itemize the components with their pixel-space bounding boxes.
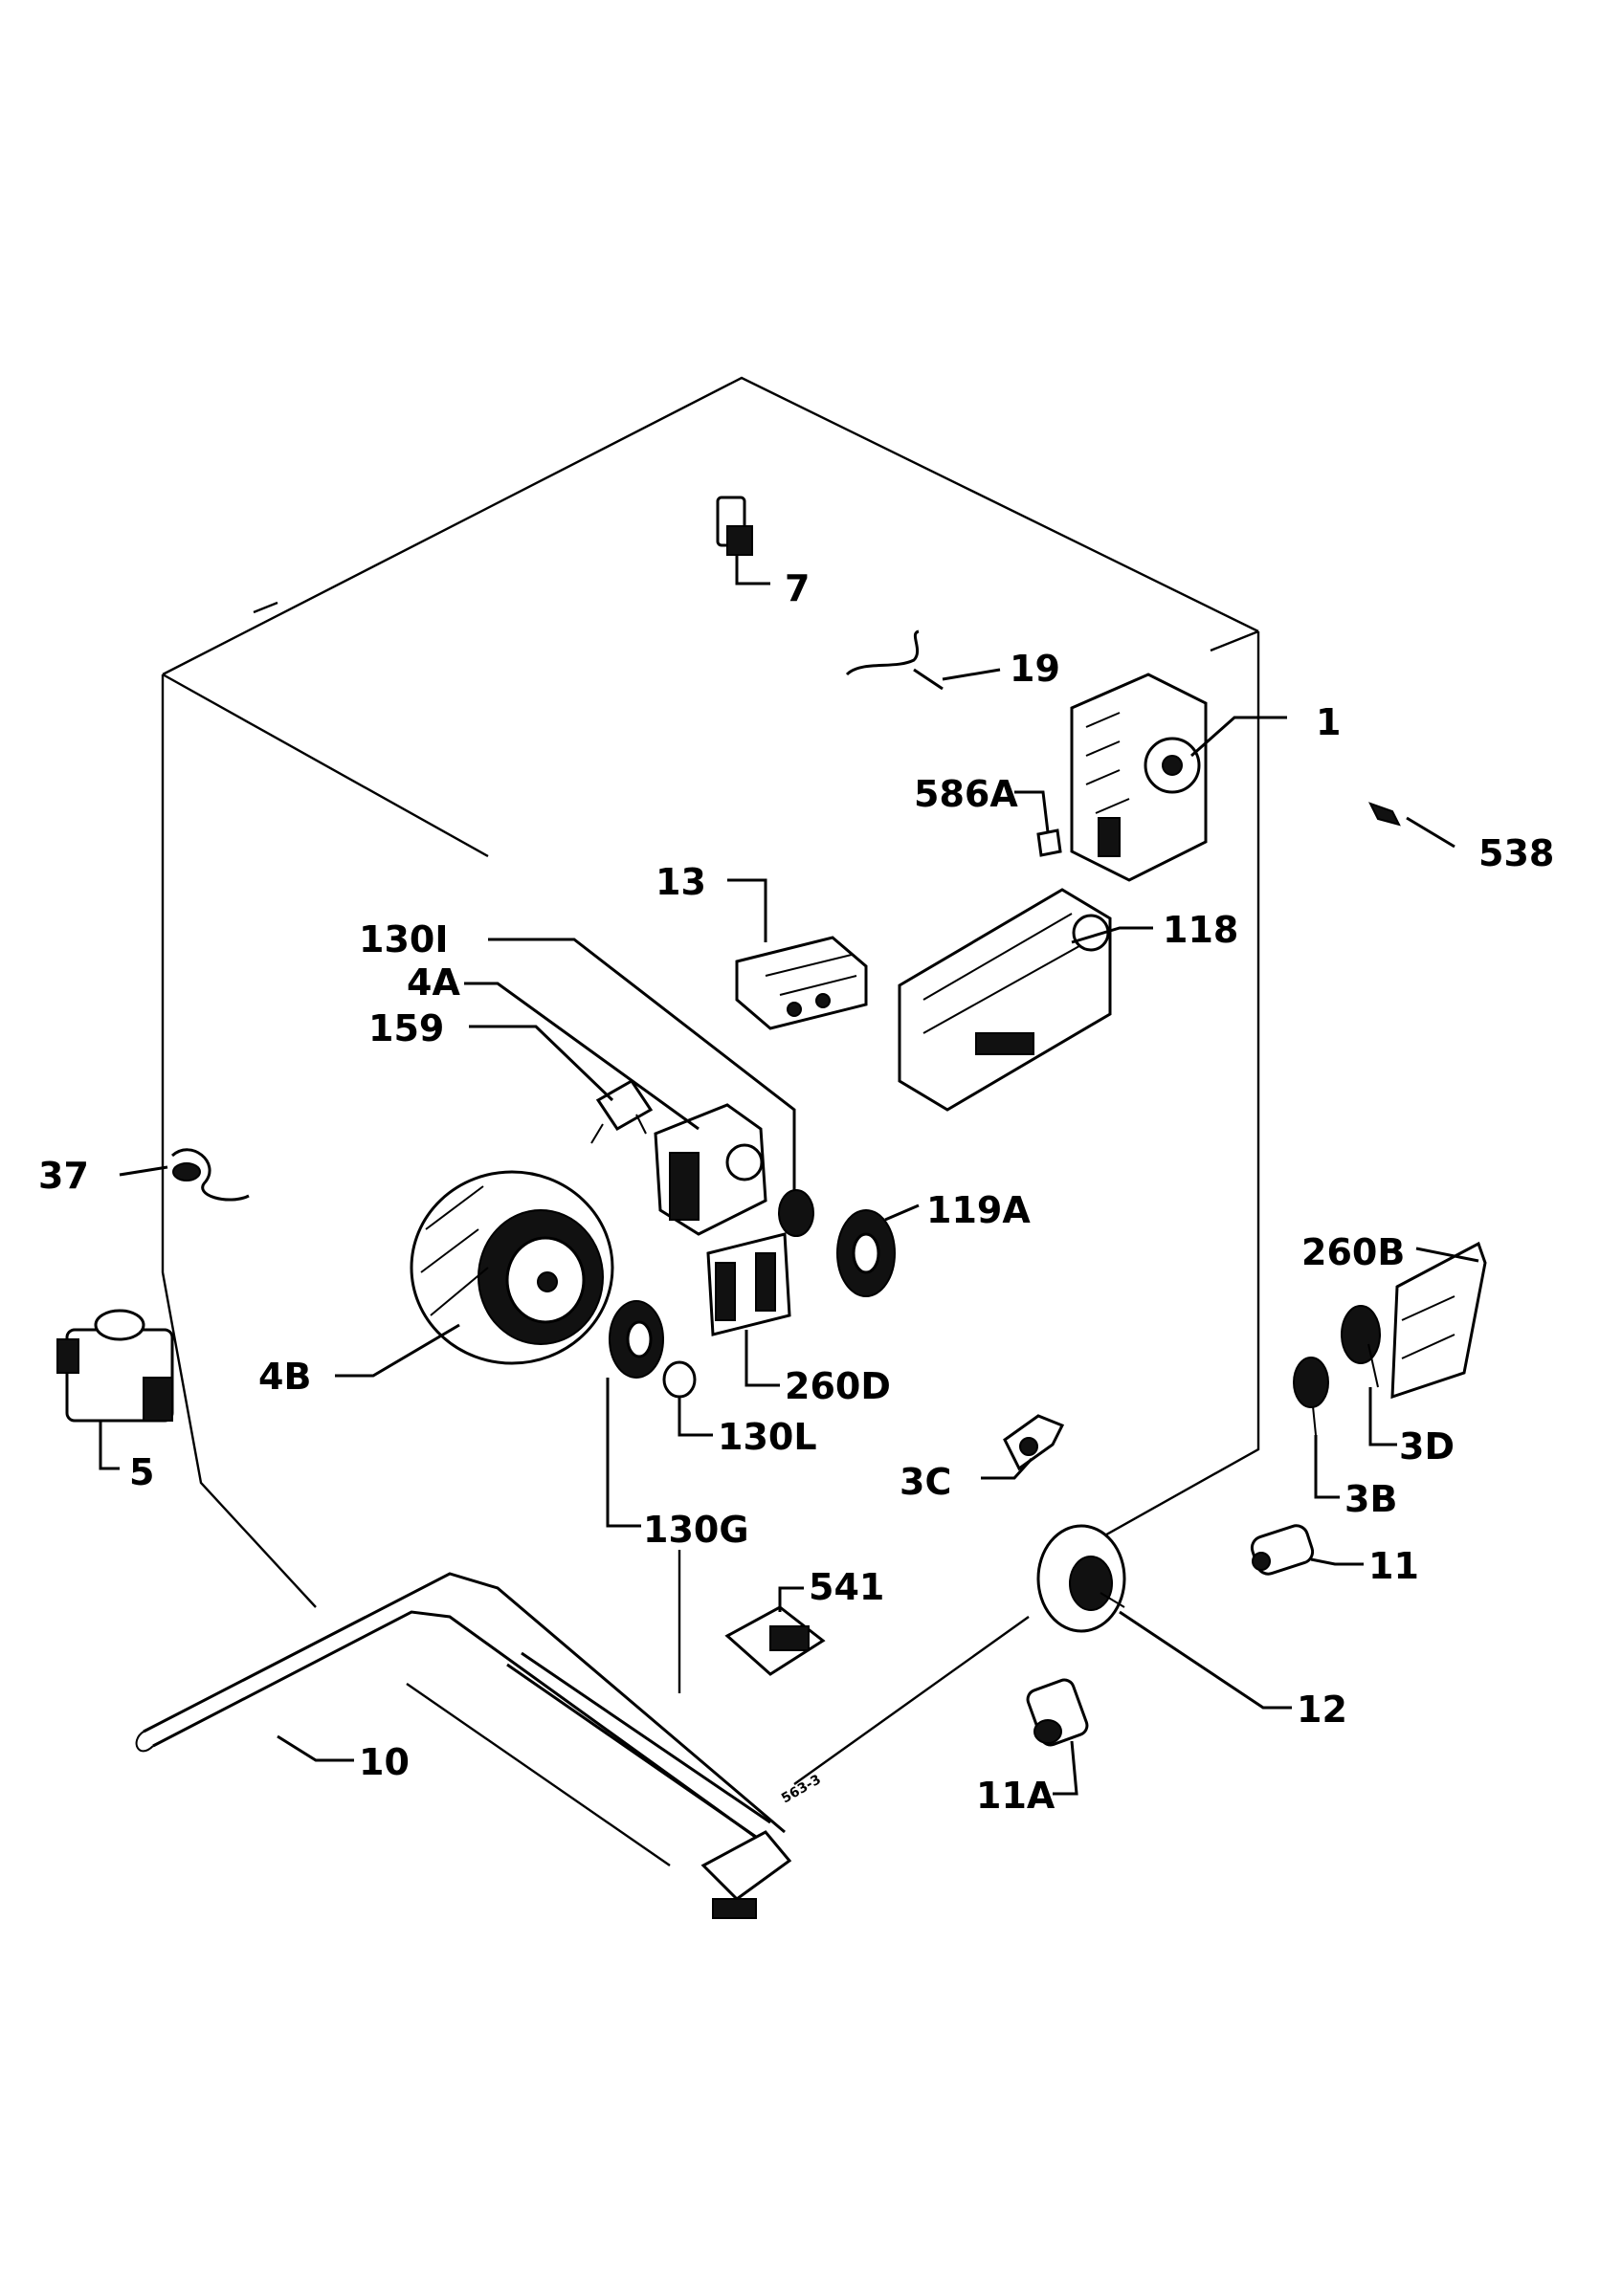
part-130i-seal bbox=[778, 1189, 814, 1237]
label-13: 13 bbox=[655, 861, 706, 903]
part-260b-cover bbox=[1390, 1241, 1487, 1400]
label-5: 5 bbox=[129, 1451, 154, 1493]
part-118-programmer-module bbox=[898, 888, 1112, 1112]
part-19-wire bbox=[845, 629, 944, 691]
part-3c-sensor bbox=[1003, 1414, 1065, 1471]
part-5-valve bbox=[56, 1309, 174, 1423]
label-130g: 130G bbox=[643, 1509, 749, 1551]
part-37-hose-clamp bbox=[170, 1148, 250, 1202]
part-11-capacitor bbox=[1250, 1524, 1315, 1576]
part-541-connector bbox=[724, 1605, 826, 1676]
label-130l: 130L bbox=[718, 1416, 817, 1458]
label-3b: 3B bbox=[1344, 1478, 1397, 1520]
part-11a-capacitor bbox=[1026, 1678, 1089, 1747]
part-260d-filter bbox=[706, 1232, 791, 1336]
label-4b: 4B bbox=[258, 1356, 311, 1398]
label-11: 11 bbox=[1368, 1545, 1419, 1587]
label-3c: 3C bbox=[900, 1461, 951, 1503]
part-586a-clip bbox=[1036, 828, 1062, 857]
label-586a: 586A bbox=[914, 773, 1018, 815]
label-260d: 260D bbox=[785, 1365, 891, 1407]
part-13-terminal-block bbox=[735, 936, 868, 1030]
part-3d-thermostat bbox=[1341, 1305, 1381, 1388]
label-7: 7 bbox=[785, 567, 810, 609]
label-12: 12 bbox=[1297, 1689, 1347, 1731]
part-119a-bearing bbox=[836, 1209, 896, 1297]
label-10: 10 bbox=[359, 1741, 410, 1783]
part-159-bracket bbox=[590, 1079, 654, 1144]
label-119a: 119A bbox=[926, 1189, 1031, 1231]
label-260b: 260B bbox=[1301, 1231, 1405, 1273]
part-1-timer bbox=[1070, 673, 1208, 882]
label-11a: 11A bbox=[976, 1775, 1055, 1817]
part-4a-pump bbox=[654, 1103, 767, 1236]
label-19: 19 bbox=[1010, 648, 1060, 690]
part-10-heating-element bbox=[135, 1572, 792, 1919]
part-labels: 7 19 1 586A 538 13 118 130I 4A 159 37 11… bbox=[38, 567, 1554, 1817]
label-37: 37 bbox=[38, 1155, 89, 1197]
cabinet-outline bbox=[161, 376, 1260, 1866]
label-541: 541 bbox=[809, 1566, 884, 1608]
part-4b-motor bbox=[410, 1170, 614, 1365]
label-118: 118 bbox=[1163, 909, 1238, 951]
part-130g-gasket bbox=[609, 1300, 664, 1379]
part-130l-cap bbox=[662, 1360, 697, 1399]
part-538-screw bbox=[1368, 802, 1401, 827]
part-7-switch bbox=[716, 496, 753, 556]
drawing-code: 563-3 bbox=[779, 1772, 824, 1806]
label-1: 1 bbox=[1316, 701, 1341, 743]
leader-lines bbox=[99, 555, 1479, 1796]
label-538: 538 bbox=[1478, 832, 1554, 874]
label-4a: 4A bbox=[407, 961, 460, 1004]
label-3d: 3D bbox=[1399, 1425, 1455, 1468]
label-130i: 130I bbox=[359, 918, 448, 960]
label-159: 159 bbox=[368, 1007, 444, 1049]
part-3b-thermostat bbox=[1293, 1357, 1329, 1436]
part-12-pressure-switch bbox=[1036, 1524, 1126, 1633]
